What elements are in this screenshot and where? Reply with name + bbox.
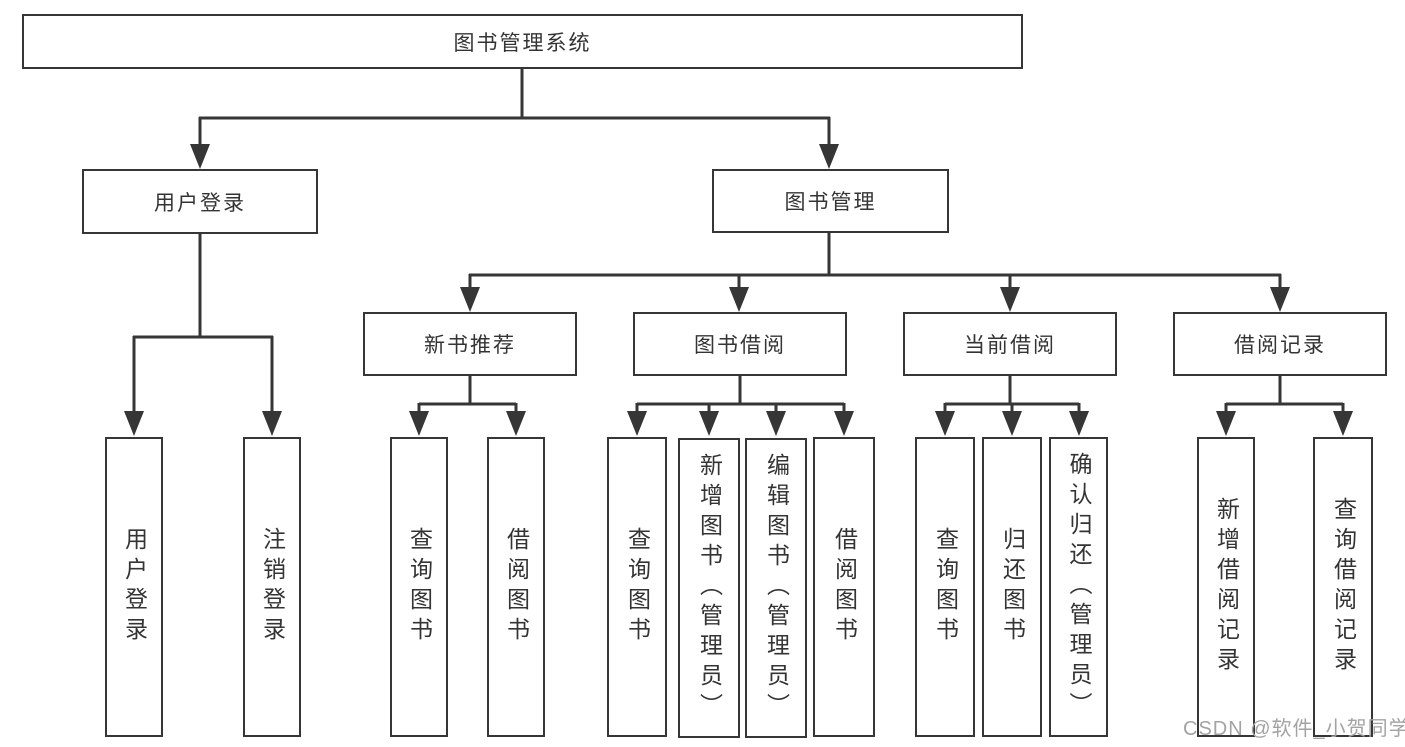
node-book-borrow: 图书借阅 — [633, 312, 847, 376]
connector-borrow-records-branch — [1216, 376, 1353, 436]
connector-root-to-level2 — [190, 69, 839, 169]
leaf-bb-edit-books-admin: 编辑图书（管理员） — [745, 438, 807, 738]
node-current-borrow: 当前借阅 — [903, 312, 1117, 376]
connector-user-login-branch — [124, 234, 282, 436]
leaf-nb-borrow-books: 借阅图书 — [487, 437, 545, 737]
leaf-cb-confirm-return-admin: 确认归还（管理员） — [1049, 437, 1108, 737]
connector-book-management-branch — [460, 233, 1290, 312]
leaf-br-add-record: 新增借阅记录 — [1197, 437, 1255, 737]
node-borrow-records: 借阅记录 — [1173, 312, 1387, 376]
leaf-bb-query-books: 查询图书 — [607, 437, 667, 737]
connector-current-borrow-branch — [935, 376, 1089, 436]
leaf-bb-add-books-admin: 新增图书（管理员） — [678, 438, 740, 738]
leaf-user-login: 用户登录 — [105, 437, 163, 737]
leaf-bb-borrow-books: 借阅图书 — [813, 437, 875, 737]
node-new-book-recommend: 新书推荐 — [363, 312, 577, 376]
node-book-management-system: 图书管理系统 — [22, 14, 1023, 69]
node-book-management: 图书管理 — [712, 169, 949, 233]
leaf-br-query-record: 查询借阅记录 — [1313, 437, 1373, 737]
node-user-login: 用户登录 — [82, 169, 318, 234]
leaf-cb-return-books: 归还图书 — [982, 437, 1042, 737]
leaf-cb-query-books: 查询图书 — [915, 437, 975, 737]
csdn-watermark: CSDN @软件_小贺同学 — [1183, 718, 1405, 740]
leaf-nb-query-books: 查询图书 — [390, 437, 448, 737]
leaf-logout: 注销登录 — [243, 437, 301, 737]
connector-book-borrow-branch — [627, 376, 854, 436]
connector-new-book-branch — [409, 376, 526, 436]
